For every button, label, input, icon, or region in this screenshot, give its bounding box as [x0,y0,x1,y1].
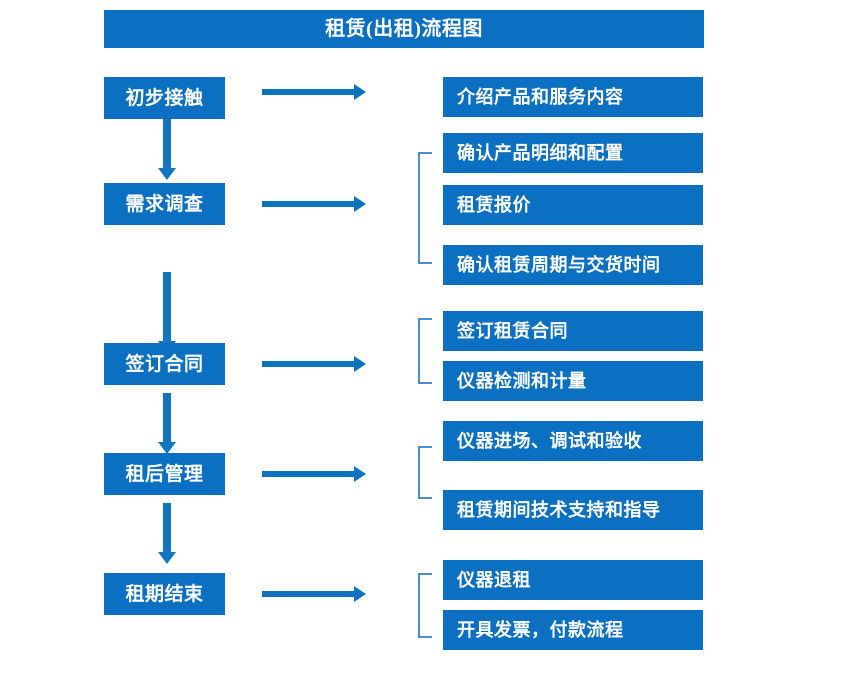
detail-box-2-2[interactable]: 租赁报价 [443,185,703,225]
stage-box-1[interactable]: 初步接触 [104,77,225,119]
down-arrow-icon-1 [163,119,171,169]
flowchart-title: 租赁(出租)流程图 [104,10,704,48]
group-bracket-3 [418,318,432,384]
detail-box-2-1[interactable]: 确认产品明细和配置 [443,133,703,173]
group-bracket-2 [418,152,432,264]
stage-box-5[interactable]: 租期结束 [104,573,225,615]
right-arrow-icon-1 [262,89,354,95]
down-arrow-icon-2 [163,272,171,342]
detail-box-3-2[interactable]: 仪器检测和计量 [443,361,703,401]
detail-box-5-1[interactable]: 仪器退租 [443,560,703,600]
right-arrow-icon-5 [262,591,354,597]
detail-box-5-2[interactable]: 开具发票，付款流程 [443,610,703,650]
right-arrow-icon-4 [262,471,354,477]
stage-box-3[interactable]: 签订合同 [104,343,225,385]
down-arrow-icon-4 [163,503,171,553]
right-arrow-icon-2 [262,201,354,207]
detail-box-2-3[interactable]: 确认租赁周期与交货时间 [443,245,703,285]
detail-box-1-1[interactable]: 介绍产品和服务内容 [443,77,703,117]
group-bracket-5 [418,573,432,638]
detail-box-4-2[interactable]: 租赁期间技术支持和指导 [443,490,703,530]
stage-box-4[interactable]: 租后管理 [104,453,225,495]
detail-box-3-1[interactable]: 签订租赁合同 [443,311,703,351]
right-arrow-icon-3 [262,361,354,367]
detail-box-4-1[interactable]: 仪器进场、调试和验收 [443,421,703,461]
stage-box-2[interactable]: 需求调查 [104,183,225,225]
group-bracket-4 [418,446,432,499]
down-arrow-icon-3 [163,393,171,443]
